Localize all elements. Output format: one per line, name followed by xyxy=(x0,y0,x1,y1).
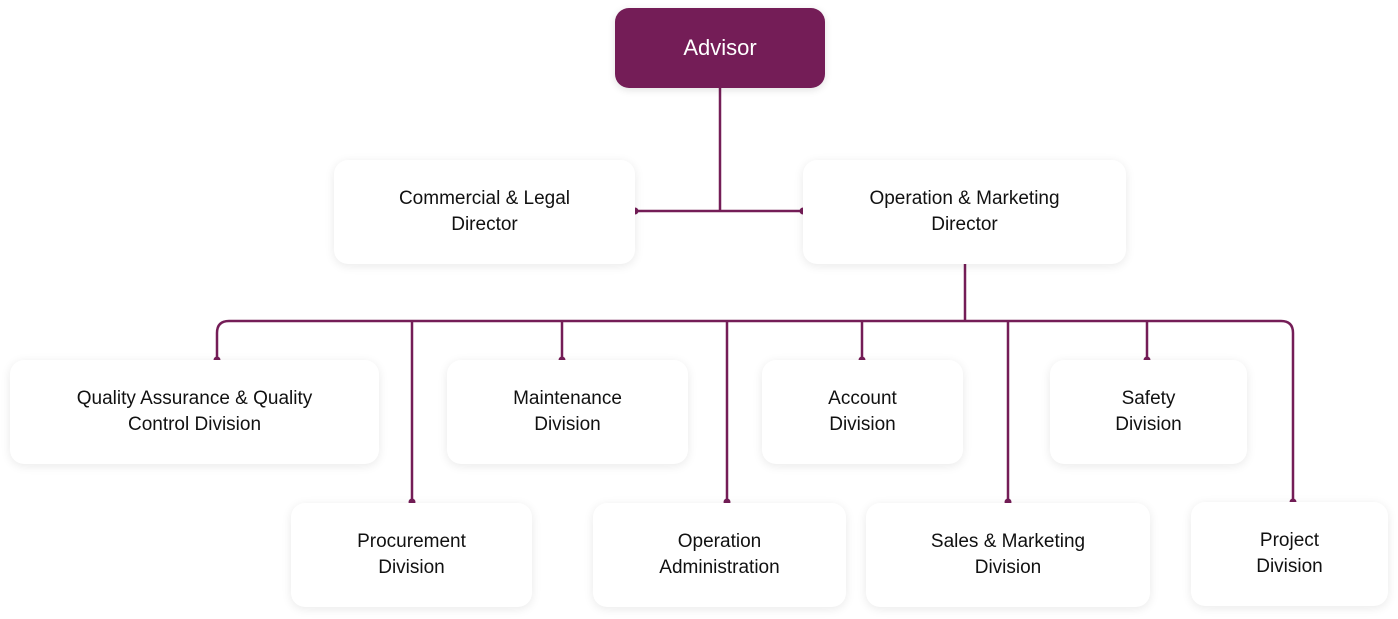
node-label: Division xyxy=(974,557,1042,578)
node-label: Commercial & Legal xyxy=(398,188,571,209)
node-label: Division xyxy=(829,414,896,435)
node-label: Account xyxy=(828,388,897,409)
node-label: Maintenance xyxy=(513,388,622,409)
node-advisor[interactable]: Advisor xyxy=(615,8,825,88)
node-label: Quality Assurance & Quality xyxy=(76,388,313,409)
node-label: Control Division xyxy=(127,414,262,435)
node-label: Procurement xyxy=(357,531,466,552)
node-label: Division xyxy=(378,557,445,578)
node-label: Division xyxy=(1115,414,1182,435)
connector-bus xyxy=(215,319,1295,502)
node-label: Safety xyxy=(1121,388,1176,409)
node-label: Division xyxy=(534,414,601,435)
node-label: Administration xyxy=(659,557,780,578)
node-label: Division xyxy=(1256,556,1323,577)
node-label: Director xyxy=(931,214,998,235)
node-label: Advisor xyxy=(683,35,757,60)
node-label: Project xyxy=(1259,530,1320,551)
node-label: Operation & Marketing xyxy=(869,188,1060,209)
node-label: Director xyxy=(451,214,518,235)
node-label: Sales & Marketing xyxy=(930,531,1086,552)
node-label: Operation xyxy=(677,531,762,552)
